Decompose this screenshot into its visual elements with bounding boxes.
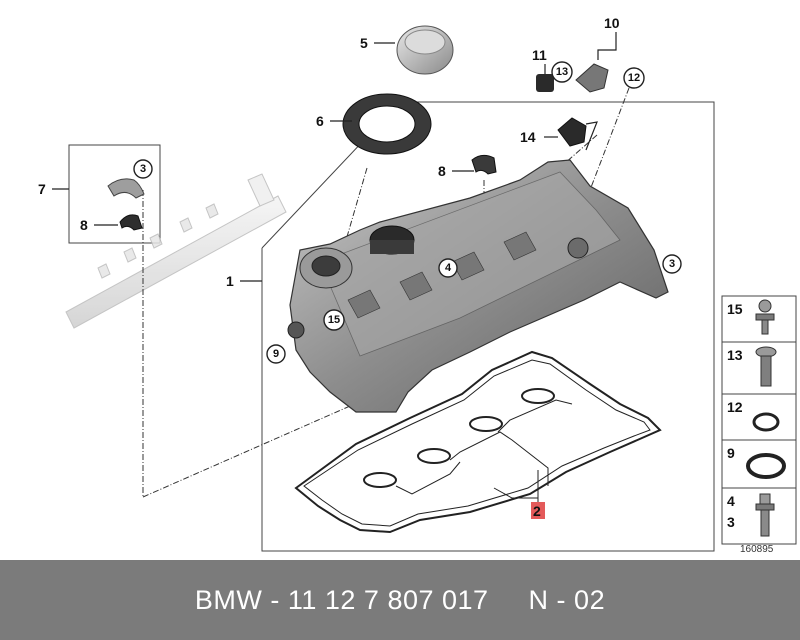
oil-cap-image bbox=[396, 25, 454, 75]
callout-7: 7 bbox=[38, 181, 46, 197]
rail-clip-image bbox=[107, 178, 145, 231]
callout-4 bbox=[438, 258, 458, 278]
parts-diagram: 3 4 3 15 9 13 12 5 6 7 8 8 1 11 10 14 bbox=[38, 15, 797, 555]
callout-3-top-label: 3 bbox=[140, 163, 146, 175]
seal-ring-image bbox=[342, 93, 432, 155]
legend-label-3: 3 bbox=[727, 514, 735, 530]
bolt-icon bbox=[755, 346, 777, 387]
callout-14: 14 bbox=[520, 129, 536, 145]
hardware-legend: 15 13 12 9 4 3 bbox=[721, 295, 797, 545]
part-number-text: BMW - 11 12 7 807 017 N - 02 bbox=[194, 584, 606, 615]
callout-11: 11 bbox=[532, 47, 547, 63]
plain-callouts: 5 6 7 8 8 1 11 10 14 2 bbox=[38, 15, 620, 519]
part-number-footer: BMW - 11 12 7 807 017 N - 02 bbox=[0, 560, 800, 640]
callout-12-label: 12 bbox=[628, 72, 640, 84]
gasket-leaders bbox=[395, 399, 573, 505]
callout-9 bbox=[266, 344, 286, 364]
circled-callouts: 3 4 3 15 9 13 12 bbox=[133, 61, 682, 364]
o-ring-small-icon bbox=[752, 412, 780, 432]
callout-12 bbox=[623, 67, 645, 89]
callout-10: 10 bbox=[604, 15, 620, 31]
callout-9-label: 9 bbox=[273, 348, 279, 360]
callout-15-label: 15 bbox=[328, 314, 340, 326]
callout-5: 5 bbox=[360, 35, 368, 51]
callout-8-left: 8 bbox=[80, 217, 88, 233]
callout-3-right bbox=[662, 254, 682, 274]
callout-3-right-label: 3 bbox=[669, 258, 675, 270]
valve-cover-image bbox=[287, 159, 669, 413]
ball-stud-icon bbox=[755, 299, 775, 335]
callout-2-highlight bbox=[531, 502, 545, 519]
callout-3-top bbox=[133, 159, 153, 179]
callout-15 bbox=[323, 309, 345, 331]
callout-4-label: 4 bbox=[445, 262, 452, 274]
fuel-rail-image bbox=[65, 173, 287, 329]
legend-label-4: 4 bbox=[727, 493, 735, 509]
callout-1: 1 bbox=[226, 273, 234, 289]
legend-label-9: 9 bbox=[727, 445, 735, 461]
legend-label-13: 13 bbox=[727, 347, 743, 363]
gasket-image bbox=[294, 350, 662, 534]
callout-8-top: 8 bbox=[438, 163, 446, 179]
o-ring-large-icon bbox=[746, 453, 786, 479]
diagram-number: 160895 bbox=[740, 544, 774, 555]
callout-2: 2 bbox=[533, 503, 541, 519]
callout-6: 6 bbox=[316, 113, 324, 129]
stud-bolt-icon bbox=[755, 493, 775, 537]
clip-8-image bbox=[471, 154, 497, 175]
rail-clip-frame bbox=[68, 144, 161, 244]
sensor-parts-image bbox=[536, 63, 609, 147]
legend-label-15: 15 bbox=[727, 301, 743, 317]
callout-13 bbox=[551, 61, 573, 83]
legend-label-12: 12 bbox=[727, 399, 743, 415]
callout-13-label: 13 bbox=[556, 66, 568, 78]
